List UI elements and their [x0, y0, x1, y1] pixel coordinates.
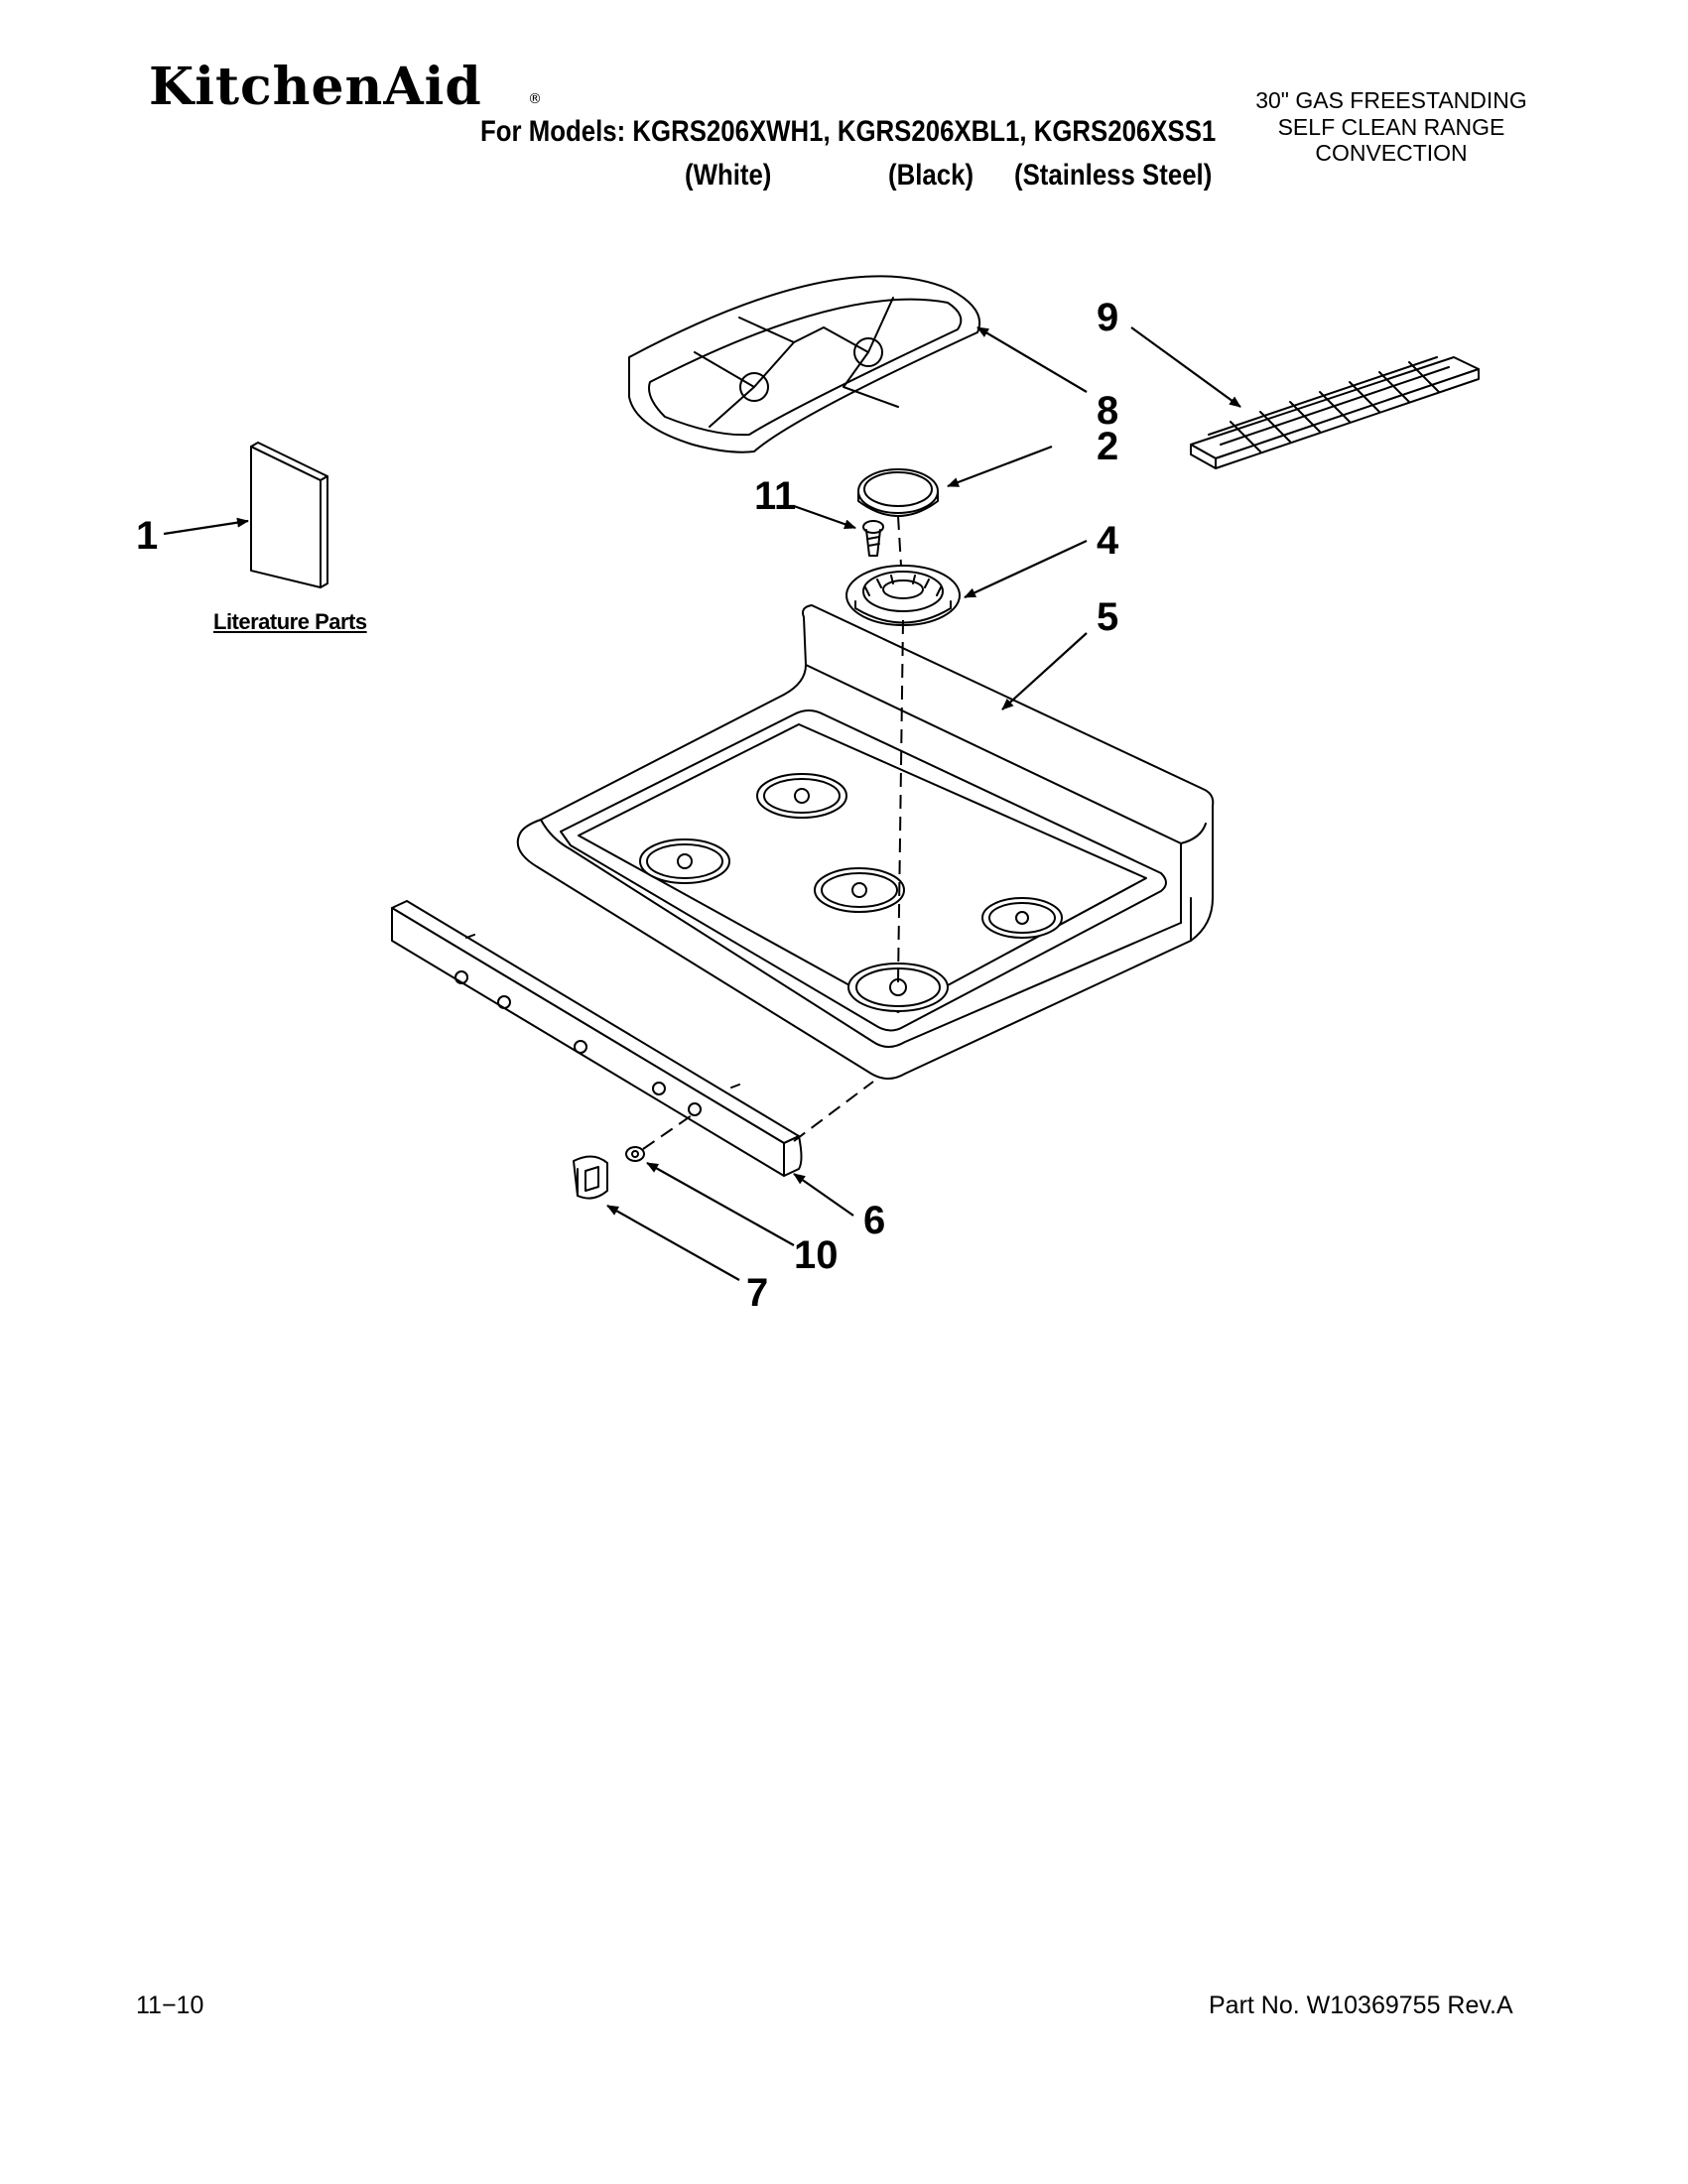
variant-stainless: (Stainless Steel) — [1014, 159, 1213, 192]
assembly-lines — [642, 515, 904, 1150]
literature-booklet — [250, 442, 328, 588]
variant-black: (Black) — [888, 159, 974, 192]
product-line-1: 30" GAS FREESTANDING — [1255, 87, 1527, 113]
leader-5 — [1001, 632, 1088, 710]
brand-logo: KitchenAid — [149, 57, 482, 117]
burner-pad-right — [981, 897, 1063, 939]
leader-11 — [793, 504, 856, 530]
variant-white: (White) — [685, 159, 772, 192]
burner-pad-front — [847, 963, 949, 1012]
literature-parts-label: Literature Parts — [213, 609, 367, 634]
burner-base — [845, 565, 961, 626]
screw — [862, 520, 884, 557]
leader-10 — [646, 1162, 795, 1246]
leader-4 — [964, 540, 1088, 598]
control-knob — [573, 1155, 608, 1200]
simmer-grate — [1190, 356, 1480, 469]
leader-2 — [947, 445, 1053, 488]
callout-11: 11 — [754, 474, 797, 518]
leader-6 — [793, 1173, 854, 1217]
date-code: 11−10 — [136, 1991, 204, 2019]
callout-1: 1 — [136, 514, 159, 558]
leader-8 — [976, 326, 1088, 393]
models-line: For Models: KGRS206XWH1, KGRS206XBL1, KG… — [480, 115, 1217, 148]
callout-7: 7 — [746, 1271, 769, 1315]
callout-4: 4 — [1097, 519, 1119, 563]
burner-cap — [857, 468, 939, 517]
burner-grate — [628, 275, 981, 453]
callout-6: 6 — [863, 1199, 886, 1242]
product-line-3: CONVECTION — [1315, 140, 1468, 166]
leader-7 — [606, 1205, 740, 1281]
callout-8: 8 — [1097, 389, 1119, 433]
burner-pad-center — [814, 867, 905, 913]
callout-5: 5 — [1097, 595, 1119, 639]
leader-9 — [1130, 326, 1241, 408]
knob-bezel — [625, 1146, 645, 1162]
cooktop — [516, 604, 1215, 1080]
leader-1 — [163, 517, 249, 536]
callout-2: 2 — [1097, 425, 1119, 468]
part-number: Part No. W10369755 Rev.A — [1209, 1991, 1513, 2019]
product-line-2: SELF CLEAN RANGE — [1277, 114, 1505, 140]
registered-mark: ® — [528, 91, 542, 107]
callout-10: 10 — [794, 1233, 839, 1277]
burner-pad-left — [639, 838, 730, 884]
callout-9: 9 — [1097, 296, 1119, 339]
burner-pad-back — [756, 773, 847, 819]
